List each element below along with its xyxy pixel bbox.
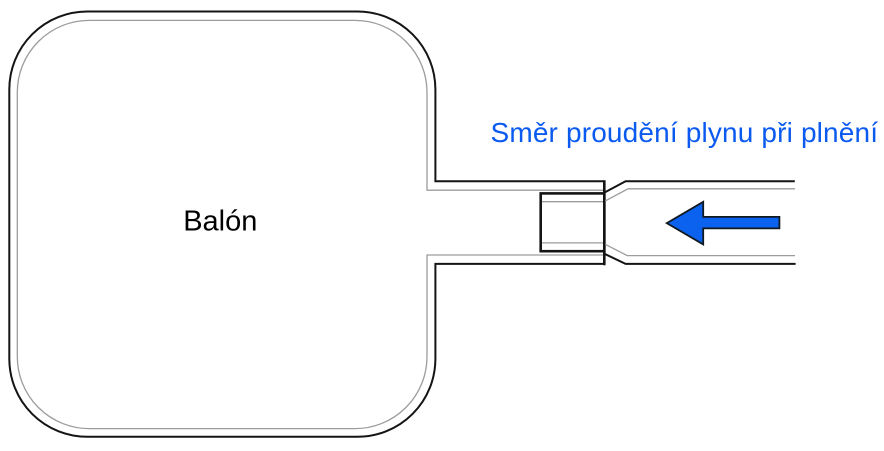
svg-text:Balón: Balón — [183, 206, 257, 238]
svg-text:Směr proudění plynu při plnění: Směr proudění plynu při plnění — [491, 117, 879, 148]
